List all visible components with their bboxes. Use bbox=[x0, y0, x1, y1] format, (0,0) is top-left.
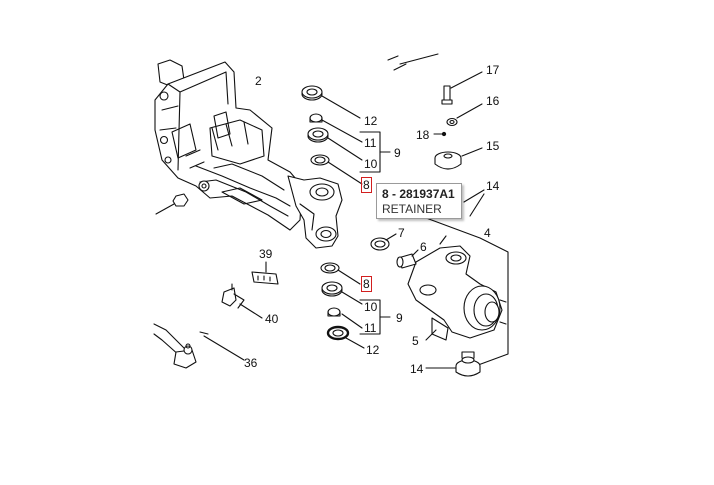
callout-5[interactable]: 5 bbox=[412, 334, 419, 348]
callout-6[interactable]: 6 bbox=[420, 240, 427, 254]
housing-yoke-end bbox=[287, 175, 343, 249]
lower-seal-stack bbox=[320, 262, 391, 349]
callout-9-lower[interactable]: 9 bbox=[396, 311, 403, 325]
callout-12-lower[interactable]: 12 bbox=[366, 343, 380, 357]
callout-11-lower[interactable]: 11 bbox=[364, 321, 377, 335]
callout-36[interactable]: 36 bbox=[244, 356, 258, 370]
callout-16[interactable]: 16 bbox=[486, 94, 500, 108]
steering-knuckle-assembly bbox=[370, 189, 509, 377]
callout-39[interactable]: 39 bbox=[259, 247, 273, 261]
callout-10-lower[interactable]: 10 bbox=[364, 300, 378, 314]
callout-10[interactable]: 10 bbox=[364, 157, 378, 171]
callout-14[interactable]: 14 bbox=[486, 179, 500, 193]
callout-8-lower-highlighted[interactable]: 8 bbox=[361, 276, 372, 292]
tooltip-part-description: RETAINER bbox=[382, 202, 442, 216]
callout-11[interactable]: 11 bbox=[364, 136, 377, 150]
callout-4[interactable]: 4 bbox=[484, 226, 491, 240]
callout-17[interactable]: 17 bbox=[486, 63, 500, 77]
callout-18[interactable]: 18 bbox=[416, 128, 430, 142]
callout-2[interactable]: 2 bbox=[255, 74, 262, 88]
bottom-left-parts bbox=[153, 261, 279, 369]
tooltip-part-number: 8 - 281937A1 bbox=[382, 187, 455, 201]
callout-8-highlighted[interactable]: 8 bbox=[361, 177, 372, 193]
callout-14-lower[interactable]: 14 bbox=[410, 362, 424, 376]
part-tooltip: 8 - 281937A1 RETAINER bbox=[376, 183, 462, 219]
callout-9[interactable]: 9 bbox=[394, 146, 401, 160]
callout-7[interactable]: 7 bbox=[398, 226, 405, 240]
small-nut-left bbox=[155, 193, 189, 215]
callout-12[interactable]: 12 bbox=[364, 114, 378, 128]
axle-housing-part bbox=[154, 59, 303, 231]
upper-seal-stack bbox=[301, 85, 391, 185]
callout-15[interactable]: 15 bbox=[486, 139, 500, 153]
top-right-hardware bbox=[387, 53, 483, 170]
callout-40[interactable]: 40 bbox=[265, 312, 279, 326]
